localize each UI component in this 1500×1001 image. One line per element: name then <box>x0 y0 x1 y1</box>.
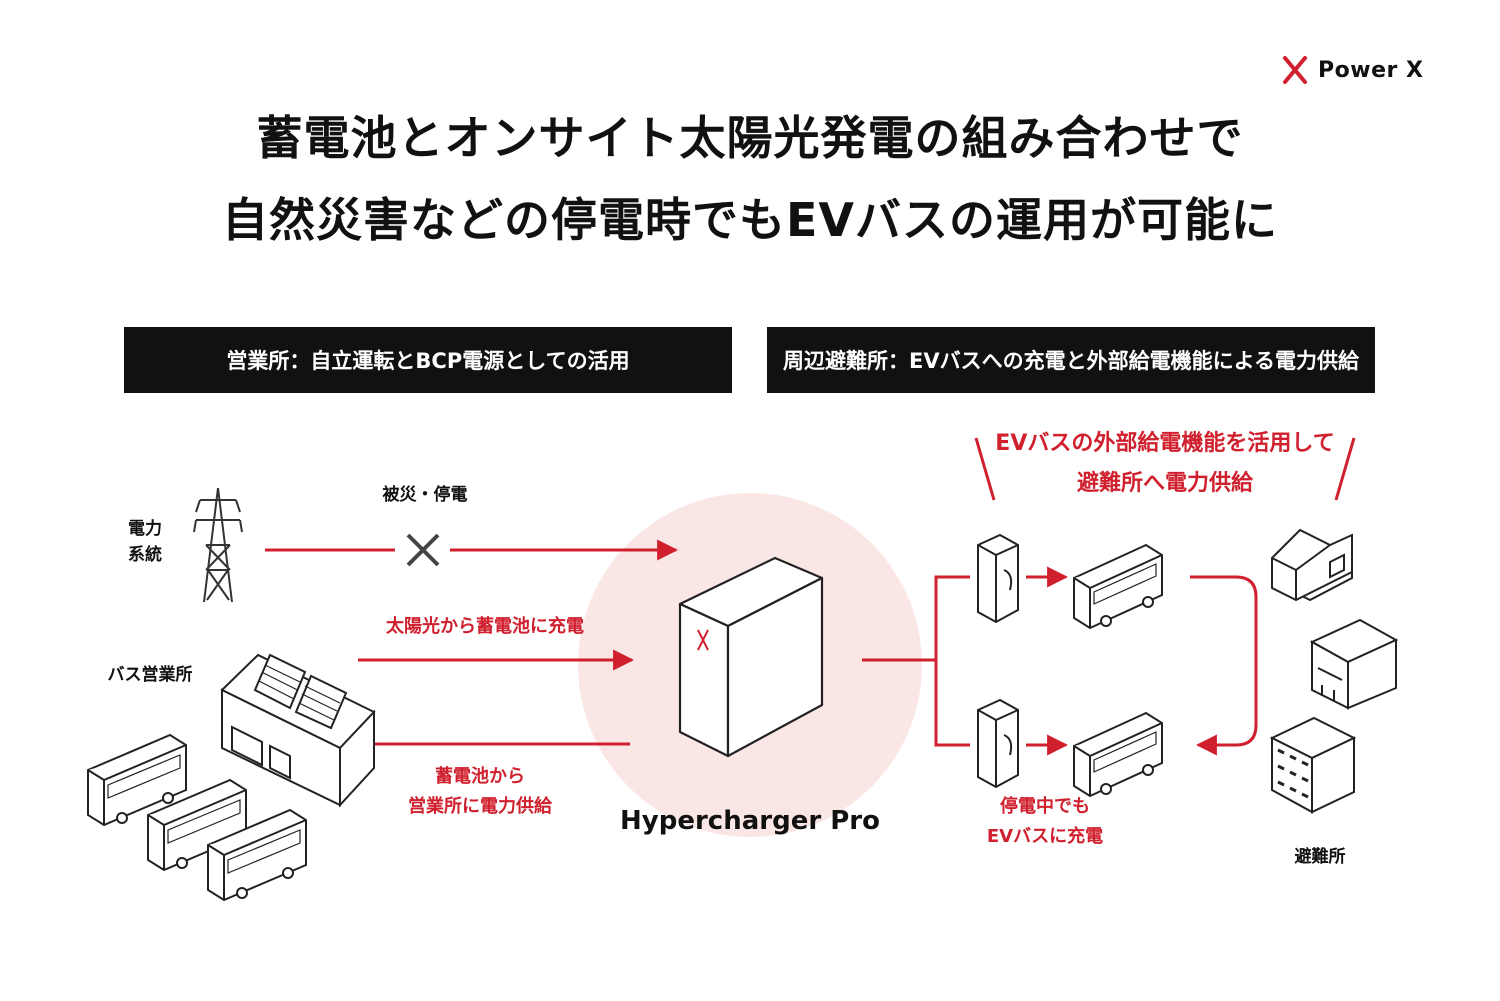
headline-line-2: 自然災害などの停電時でもEVバスの運用が可能に <box>221 193 1279 247</box>
grid-label-line1: 電力 <box>128 519 162 539</box>
ev-supply-line1: EVバスの外部給電機能を活用して <box>995 431 1335 456</box>
shelter-label: 避難所 <box>1294 847 1346 867</box>
ev-supply-label: EVバスの外部給電機能を活用して 避難所へ電力供給 <box>965 424 1365 504</box>
charger-icon <box>977 698 1019 789</box>
apartment-icon <box>1269 716 1357 814</box>
solar-charge-label: 太陽光から蓄電池に充電 <box>386 616 584 637</box>
bus-icon <box>1073 711 1163 798</box>
banner-left: 営業所：自立運転とBCP電源としての活用 <box>124 327 732 393</box>
bracket-left <box>974 437 996 501</box>
grid-label-line2: 系統 <box>128 545 162 565</box>
supply-label: 蓄電池から 営業所に電力供給 <box>380 762 580 822</box>
outage-label: 被災・停電 <box>382 485 468 505</box>
product-name: Hypercharger Pro <box>620 806 880 836</box>
banner-left-text: 営業所：自立運転とBCP電源としての活用 <box>226 349 630 373</box>
supply-label-line2: 営業所に電力供給 <box>408 796 552 817</box>
bus-icon <box>207 808 307 902</box>
grid-label: 電力 系統 <box>110 516 180 568</box>
cross-icon <box>406 533 440 567</box>
bus-icon <box>147 778 247 872</box>
bus-depot-label: バス営業所 <box>107 665 193 685</box>
transmission-tower-icon <box>193 487 243 603</box>
brand: Power X <box>1318 54 1423 86</box>
battery-unit-icon <box>678 556 824 758</box>
supply-label-line1: 蓄電池から <box>435 766 525 787</box>
banner-right-text: 周辺避難所：EVバスへの充電と外部給電機能による電力供給 <box>783 349 1359 373</box>
bus-icon <box>1073 543 1163 630</box>
charge-label-line1: 停電中でも <box>1000 796 1090 817</box>
loop-arrow <box>1190 575 1258 756</box>
power-x-logo-icon <box>1283 56 1307 84</box>
charger-icon <box>977 533 1019 624</box>
bus-icon <box>87 733 187 827</box>
charge-label-line2: EVバスに充電 <box>986 826 1104 847</box>
ev-supply-line2: 避難所へ電力供給 <box>1076 471 1253 496</box>
building-icon <box>220 653 376 808</box>
output-split <box>934 575 970 747</box>
charge-during-outage-label: 停電中でも EVバスに充電 <box>955 792 1135 852</box>
headline-line-1: 蓄電池とオンサイト太陽光発電の組み合わせで <box>256 111 1244 165</box>
bracket-right <box>1334 437 1356 501</box>
banner-right: 周辺避難所：EVバスへの充電と外部給電機能による電力供給 <box>767 327 1375 393</box>
store-icon <box>1309 618 1399 710</box>
house-icon <box>1270 528 1353 602</box>
solar-panel-icon <box>253 653 348 730</box>
brand-name: Power X <box>1318 57 1424 83</box>
